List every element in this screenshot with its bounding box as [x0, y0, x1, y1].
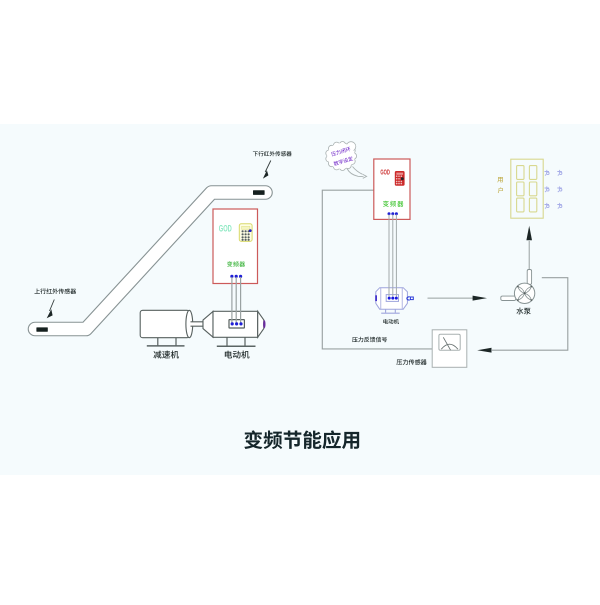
svg-text:GOD: GOD: [380, 170, 390, 177]
svg-text:GOD: GOD: [219, 223, 232, 233]
